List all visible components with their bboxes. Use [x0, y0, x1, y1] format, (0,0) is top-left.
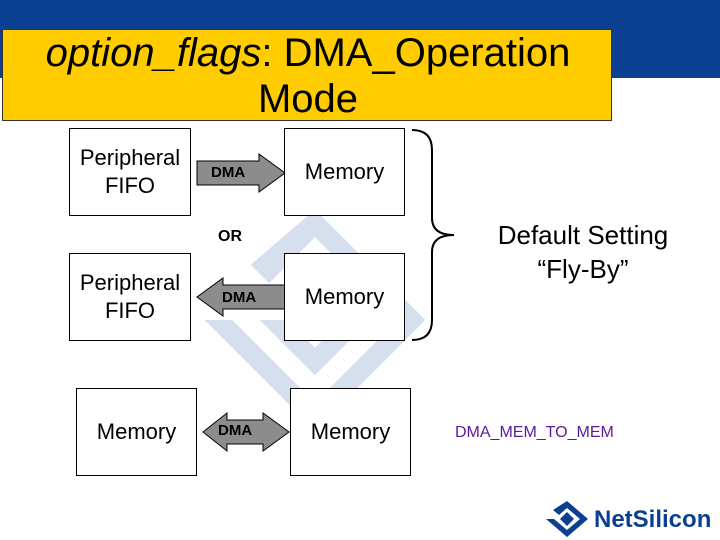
title-dma-operation: : DMA_Operation: [261, 31, 571, 75]
title-line-1: option_flags: DMA_Operation: [3, 30, 613, 76]
row2-dma-label: DMA: [222, 289, 257, 306]
title-option-flags: option_flags: [45, 31, 262, 75]
netsilicon-logo-icon: [546, 501, 588, 537]
row3-left-box: Memory: [76, 388, 197, 476]
row1-dma-arrow: [196, 153, 286, 193]
row2-right-label: Memory: [304, 284, 385, 309]
default-setting-label: Default Setting “Fly-By”: [497, 220, 669, 284]
netsilicon-logo-text: NetSilicon: [594, 506, 712, 533]
row2-left-label: Peripheral FIFO: [79, 270, 181, 323]
title-box: option_flags: DMA_Operation Mode: [2, 29, 612, 121]
title-line-2: Mode: [257, 77, 359, 121]
row2-left-box: Peripheral FIFO: [69, 253, 191, 341]
row3-right-box: Memory: [290, 388, 411, 476]
row1-left-box: Peripheral FIFO: [69, 128, 191, 216]
row3-right-label: Memory: [310, 419, 391, 444]
row1-left-label: Peripheral FIFO: [79, 145, 181, 198]
right-brace: [411, 129, 455, 341]
row1-dma-label: DMA: [211, 164, 246, 181]
row3-dma-label: DMA: [218, 422, 253, 439]
row3-left-label: Memory: [96, 419, 177, 444]
or-label: OR: [218, 228, 242, 245]
row2-right-box: Memory: [284, 253, 405, 341]
row1-right-label: Memory: [304, 159, 385, 184]
row1-right-box: Memory: [284, 128, 405, 216]
row3-bidirectional-dma-arrow: [202, 411, 290, 453]
dma-mem-to-mem-label: DMA_MEM_TO_MEM: [455, 424, 614, 441]
row2-dma-arrow: [196, 277, 286, 317]
